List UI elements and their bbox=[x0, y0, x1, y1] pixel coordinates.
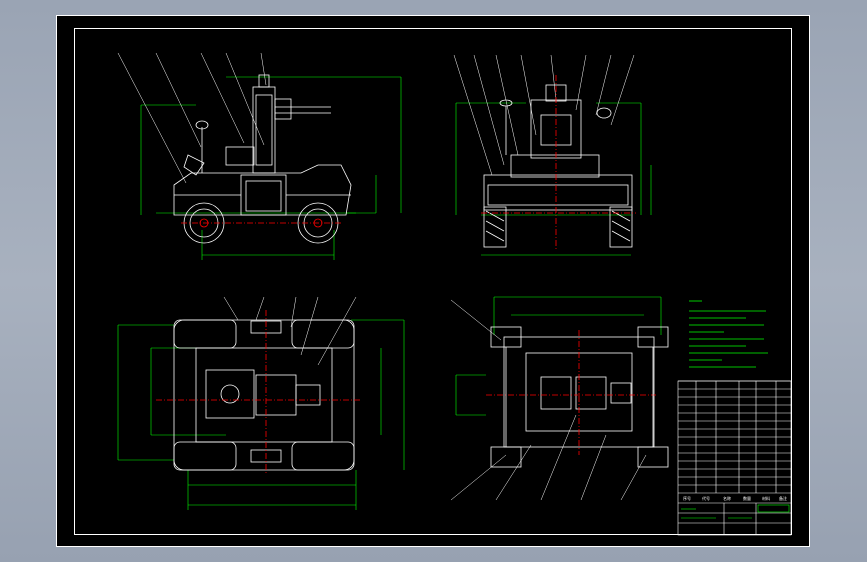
bom-header-cell: 名称 bbox=[723, 495, 731, 501]
bom-header-cell: 序号 bbox=[683, 495, 691, 501]
bom-header-cell: 代号 bbox=[702, 495, 710, 501]
drawing-sheet: 序号 代号 名称 数量 材料 备注 bbox=[56, 15, 810, 547]
title-block bbox=[677, 380, 792, 536]
front-view bbox=[453, 54, 652, 256]
bom-header-cell: 数量 bbox=[743, 495, 751, 501]
inner-frame bbox=[74, 28, 792, 535]
side-view bbox=[117, 52, 402, 260]
top-view bbox=[117, 296, 405, 510]
bom-header: 序号 代号 名称 数量 材料 备注 bbox=[683, 495, 787, 501]
outer-frame bbox=[56, 15, 810, 547]
bom-rows bbox=[678, 380, 791, 494]
cad-drawing: 序号 代号 名称 数量 材料 备注 bbox=[56, 15, 810, 547]
bom-header-cell: 备注 bbox=[779, 495, 787, 501]
bom-header-cell: 材料 bbox=[762, 495, 770, 501]
bottom-view bbox=[450, 296, 669, 501]
technical-notes bbox=[689, 300, 768, 368]
